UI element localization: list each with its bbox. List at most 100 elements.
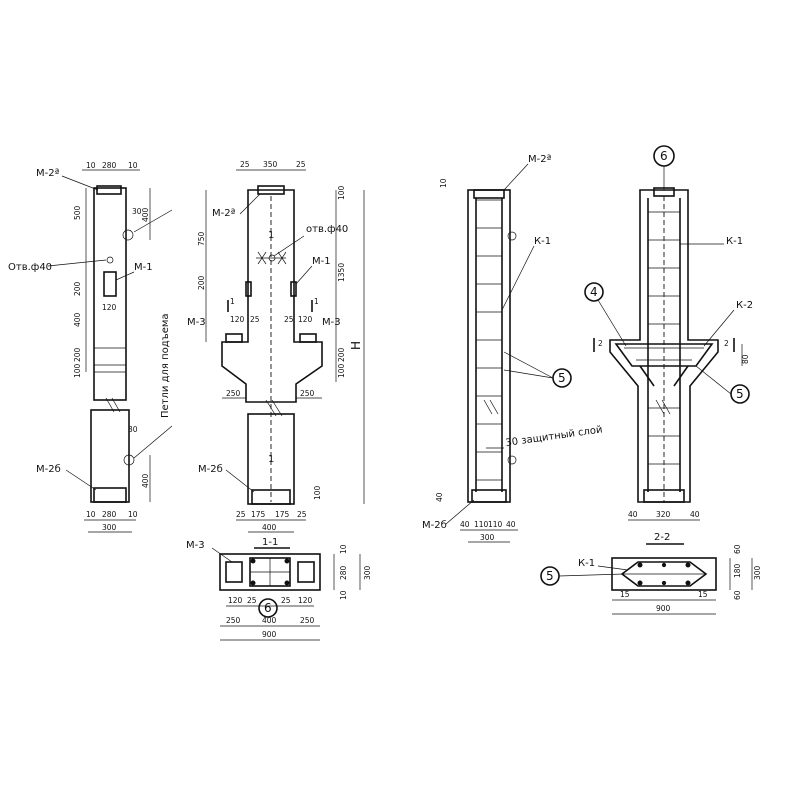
dim-text: 300: [480, 533, 495, 542]
dim-text: 15: [698, 590, 708, 599]
label-k1: К-1: [578, 558, 595, 569]
label-lifting-loops: Петли для подъема: [160, 313, 171, 418]
embed-m2b-plate: [471, 489, 507, 503]
label-m2b: М-2б: [198, 464, 223, 475]
hole-marker: [268, 254, 276, 262]
embed-m3-left: [225, 561, 243, 583]
dim-text: 10: [128, 510, 138, 519]
dim-text: 250: [226, 616, 241, 625]
dim-text: 40: [460, 520, 470, 529]
dim-text: 280: [102, 510, 117, 519]
section-mark: 1: [314, 297, 319, 306]
dim-text: 200: [73, 347, 82, 362]
label-m3: М-3: [187, 317, 206, 328]
section-2-2: К-1 5 60 180 60 300 15 15 900: [540, 544, 762, 615]
dim-height: H: [349, 341, 363, 350]
label-hole: Отв.ф40: [8, 262, 52, 273]
callout-number: 5: [736, 387, 744, 401]
dim-text: 40: [506, 520, 516, 529]
dim-text: 25: [297, 510, 307, 519]
column-upper-part: [93, 187, 127, 401]
embed-m3-right: [299, 333, 317, 343]
front-elevation: 1 1 25 350 25 М-2ª 750 200 М-3 120 25 25…: [187, 160, 365, 549]
embed-m3-right: [297, 561, 315, 583]
dim-text: 400: [141, 207, 150, 222]
dim-text: 250: [300, 389, 315, 398]
label-hole: отв.ф40: [306, 224, 348, 235]
dim-text: 200: [337, 347, 346, 362]
dim-text: 350: [263, 160, 278, 169]
section-1-1: М-3 280 300 10 10 120 25 25 120 6 250 40…: [186, 540, 372, 641]
dim-text: 400: [262, 523, 277, 532]
dim-text: 200: [73, 281, 82, 296]
dim-text: 25: [284, 315, 294, 324]
label-m2a: М-2ª: [36, 168, 60, 179]
dim-text: 250: [300, 616, 315, 625]
dim-text: 250: [226, 389, 241, 398]
dim-text: 1350: [337, 263, 346, 282]
dim-text: 300: [363, 565, 372, 580]
dim-text: 25: [250, 315, 260, 324]
dim-text: 120: [298, 596, 313, 605]
hole-marker: [106, 256, 114, 264]
embed-m2a-plate: [257, 185, 285, 195]
dim-text: 10: [439, 178, 448, 188]
label-k2: К-2: [736, 300, 753, 311]
section-mark: 1: [230, 297, 235, 306]
dim-text: 25: [240, 160, 250, 169]
dim-text: 15: [620, 590, 630, 599]
dim-text: 100: [313, 485, 322, 500]
label-m2a: М-2ª: [528, 154, 552, 165]
dim-text: 300: [753, 565, 762, 580]
label-k1: К-1: [534, 236, 551, 247]
dim-text: 10: [86, 510, 96, 519]
dim-text: 40: [628, 510, 638, 519]
dim-text: 40: [690, 510, 700, 519]
dim-text: 40: [435, 492, 444, 502]
side-elevation: 10 280 10 М-2ª 500 200 400 200 100 120 О…: [8, 161, 173, 533]
dim-text: 175: [275, 510, 290, 519]
dim-text: 120: [298, 315, 313, 324]
dim-text: 10: [128, 161, 138, 170]
embed-m3-left: [225, 333, 243, 343]
section-title: 1-1: [262, 537, 278, 548]
dim-text: 110: [488, 520, 503, 529]
front-reinforcement: 6 К-1 4 К-2 5 2 2 80 40 320 40 2-2: [584, 145, 753, 545]
dim-text: 100: [73, 363, 82, 378]
dim-text: 120: [230, 315, 245, 324]
column-with-corbels-upper: [221, 189, 323, 403]
dim-text: 320: [656, 510, 671, 519]
dim-text: 500: [73, 205, 82, 220]
dim-text: 80: [741, 354, 750, 364]
dim-text: 60: [733, 590, 742, 600]
callout-6: [258, 598, 278, 618]
embed-m2b-plate: [93, 487, 127, 503]
dim-text: 400: [73, 312, 82, 327]
dim-text: 175: [251, 510, 266, 519]
section-outline: [219, 553, 321, 591]
embed-m2a-plate: [96, 185, 122, 195]
lifting-loop-lower: [507, 455, 517, 465]
label-m3: М-3: [322, 317, 341, 328]
dim-text: 10: [86, 161, 96, 170]
dim-text: 10: [339, 590, 348, 600]
callout-number: 4: [590, 285, 598, 299]
embed-m2a-plate: [473, 189, 505, 199]
axis-number: 1: [268, 454, 274, 465]
axis-number: 1: [268, 230, 274, 241]
dim-text: 30: [128, 425, 138, 434]
callout-number: 6: [264, 601, 272, 615]
corbel-cage-k2: [614, 343, 714, 367]
callout-number: 6: [660, 149, 668, 163]
dim-text: 60: [733, 544, 742, 554]
dim-text: 400: [262, 616, 277, 625]
embed-m1-right: [290, 281, 297, 297]
callout-number: 5: [558, 371, 566, 385]
section-outline: [611, 557, 717, 591]
callout-4: [584, 282, 604, 302]
dim-text: 750: [197, 231, 206, 246]
section-mark: 2: [724, 339, 729, 348]
dim-text: 200: [197, 275, 206, 290]
dim-text: 120: [228, 596, 243, 605]
